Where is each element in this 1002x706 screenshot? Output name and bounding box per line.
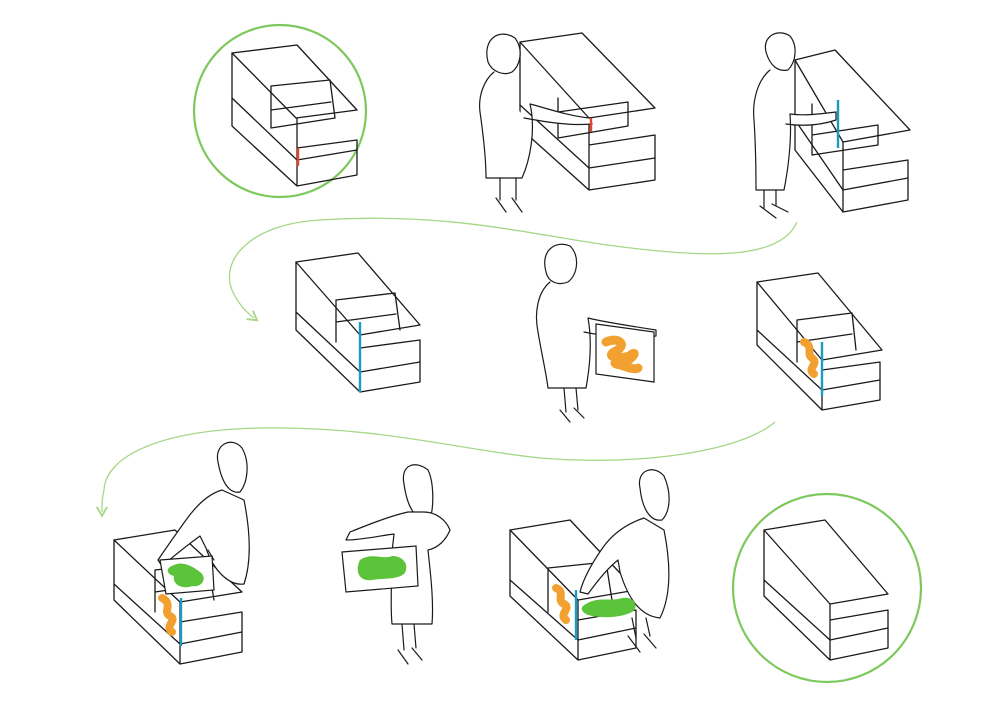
green-panel xyxy=(159,555,215,595)
curved-flow-arrow-icon xyxy=(228,217,798,322)
box-icon xyxy=(794,49,911,213)
person-figure xyxy=(479,33,593,213)
step-8 xyxy=(341,464,451,665)
step-7 xyxy=(113,441,250,665)
highlight-circle xyxy=(731,492,923,684)
orange-blob xyxy=(552,584,571,624)
step-1 xyxy=(192,23,368,199)
step-5 xyxy=(535,243,657,423)
orange-panel xyxy=(595,323,655,383)
person-figure xyxy=(579,469,670,653)
person-figure xyxy=(753,32,837,219)
orange-blob xyxy=(800,338,819,378)
step-4 xyxy=(295,252,421,393)
green-blob xyxy=(167,563,204,588)
step-9 xyxy=(509,469,670,661)
green-panel xyxy=(341,545,419,593)
person-figure xyxy=(157,441,250,585)
orange-blob xyxy=(158,594,177,636)
highlight-circle xyxy=(192,23,368,199)
curved-flow-arrow-icon xyxy=(96,421,776,518)
box-icon xyxy=(295,252,421,393)
step-3 xyxy=(753,32,911,219)
step-10 xyxy=(731,492,923,684)
step-2 xyxy=(479,32,656,213)
orange-blob xyxy=(601,335,643,374)
box-icon xyxy=(231,44,358,187)
green-blob xyxy=(357,556,407,581)
green-blob xyxy=(581,597,636,618)
box-icon xyxy=(756,272,883,411)
box-icon xyxy=(763,519,889,661)
step-6 xyxy=(756,272,883,411)
